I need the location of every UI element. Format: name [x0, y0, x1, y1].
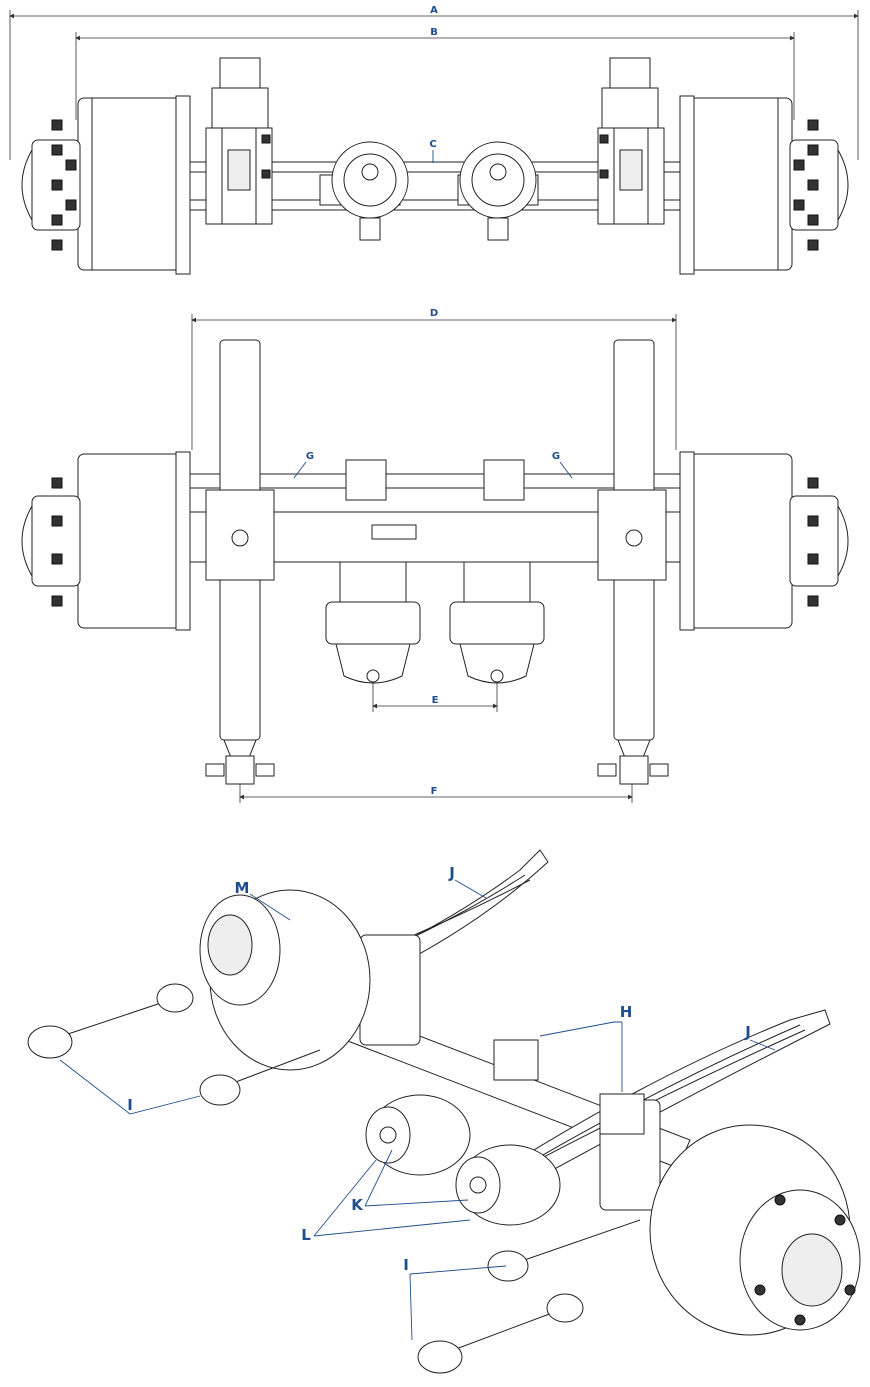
left-wheel-studs: [51, 119, 77, 251]
right-spring-seat: [597, 57, 665, 225]
axle-plate: [371, 524, 417, 540]
mid-left-brake-drum: [21, 451, 191, 631]
label-m: M: [235, 879, 250, 897]
right-brake-chamber-top: [457, 141, 539, 241]
right-brake-drum: [679, 95, 849, 275]
iso-brake-drum-right: [649, 1124, 861, 1336]
dimension-label-f: F: [431, 786, 438, 797]
label-l: L: [301, 1226, 311, 1244]
label-g-left: G: [306, 451, 314, 462]
dimension-label-b: B: [430, 27, 438, 38]
right-slack-adjuster: [483, 459, 525, 501]
label-g-right: G: [552, 451, 560, 462]
left-slack-adjuster: [345, 459, 387, 501]
label-h: H: [620, 1003, 633, 1021]
dimension-label-a: A: [430, 5, 438, 16]
iso-brake-drum-left: [199, 889, 371, 1071]
label-k: K: [351, 1196, 364, 1214]
iso-slack-adjuster-2: [599, 1093, 645, 1135]
label-j-right: J: [744, 1023, 751, 1041]
label-i-bottom: I: [403, 1256, 409, 1274]
middle-view: D: [21, 308, 849, 803]
dimension-b: B: [75, 27, 795, 120]
torque-rod-left-1: [27, 983, 194, 1059]
dimension-a: A: [9, 5, 859, 160]
mid-right-brake-drum: [679, 451, 849, 631]
dimension-label-e: E: [432, 695, 439, 706]
dimension-label-d: D: [430, 308, 438, 319]
top-view: A B: [9, 5, 859, 275]
right-wheel-studs: [793, 119, 819, 251]
label-i-left: I: [127, 1096, 133, 1114]
mid-right-brake-chamber: [449, 561, 545, 684]
upper-beam: [189, 473, 681, 489]
iso-brake-chamber-left: [365, 1094, 471, 1176]
left-leaf-spring: [205, 339, 275, 785]
dimension-e: E: [372, 682, 498, 712]
label-j-top: J: [448, 864, 455, 882]
mid-left-brake-chamber: [325, 561, 421, 684]
right-leaf-spring: [597, 339, 669, 785]
dimension-label-c: C: [429, 139, 436, 150]
torque-rod-right-1: [487, 1219, 641, 1282]
dimension-f: F: [239, 784, 633, 803]
iso-slack-adjuster-1: [493, 1039, 539, 1081]
left-brake-drum: [21, 95, 191, 275]
left-brake-chamber-top: [319, 141, 409, 241]
dimension-d: D: [191, 308, 677, 450]
iso-brake-chamber-right: [455, 1144, 561, 1226]
torque-rod-left-2: [199, 1049, 321, 1106]
left-spring-seat: [205, 57, 273, 225]
torque-rod-right-2: [417, 1293, 584, 1374]
isometric-view: M J J H I I K L: [27, 849, 861, 1374]
